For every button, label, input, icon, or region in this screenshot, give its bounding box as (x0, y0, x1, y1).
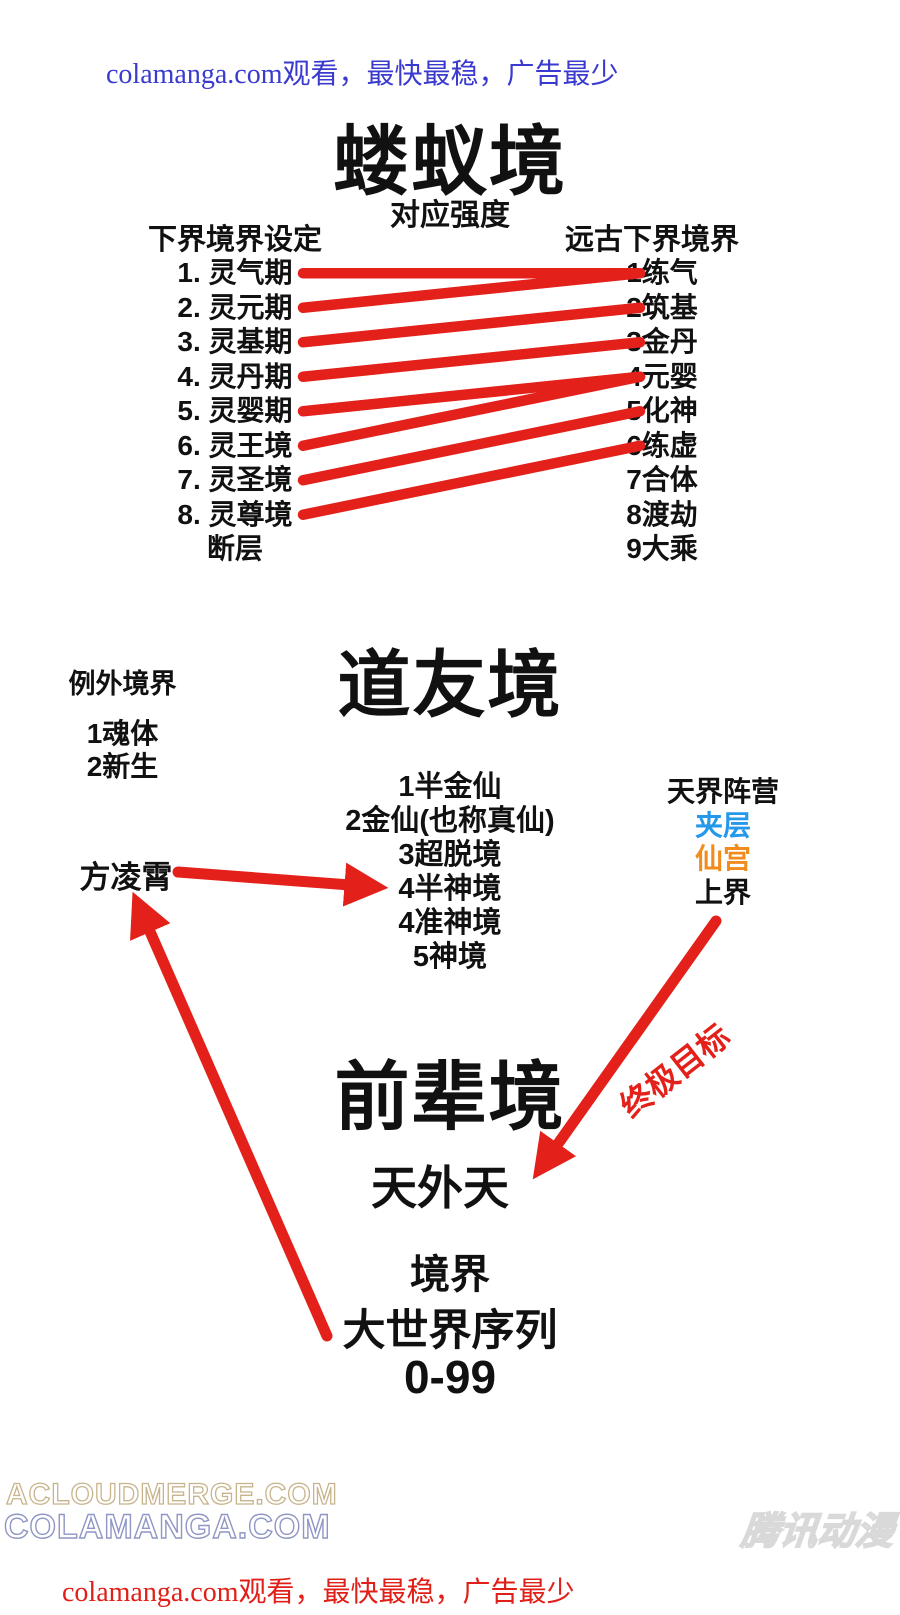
strength-mapping-subtitle: 对应强度 (390, 199, 510, 232)
lower-realm-item: 1. 灵气期 (177, 257, 293, 288)
daoyou-realm-title: 道友境 (337, 645, 563, 726)
lower-realm-item: 2. 灵元期 (177, 291, 293, 323)
heaven-camp-header: 天界阵营 (666, 776, 779, 807)
lower-realm-item: 3. 灵基期 (177, 326, 293, 357)
ancient-realm-item: 3金丹 (626, 326, 698, 357)
gap-label: 断层 (206, 533, 263, 564)
ancient-realm-item: 5化神 (626, 395, 698, 426)
lower-realm-settings-header: 下界境界设定 (147, 224, 322, 256)
immortal-level-item: 4半神境 (398, 873, 502, 905)
ancient-realm-item: 8渡劫 (626, 498, 698, 530)
ancient-realm-item: 1练气 (626, 257, 698, 288)
great-world-sequence-label: 大世界序列 (342, 1307, 558, 1355)
qianbei-realm-title: 前辈境 (334, 1055, 566, 1139)
ancient-realm-item: 4元婴 (626, 360, 698, 392)
heaven-camp-item: 仙宫 (694, 843, 751, 874)
top-site-notice: colamanga.com观看，最快最稳，广告最少 (106, 59, 619, 90)
tencent-comics-logo: 腾讯动漫 (739, 1510, 897, 1554)
watermark-acloudmerge: ACLOUDMERGE.COM (5, 1477, 338, 1511)
immortal-level-item: 3超脱境 (398, 839, 502, 871)
realm-label: 境界 (410, 1253, 490, 1297)
lower-realm-item: 8. 灵尊境 (177, 498, 293, 530)
exception-realms-header: 例外境界 (68, 669, 177, 699)
watermark-colamanga: COLAMANGA.COM (3, 1507, 331, 1546)
immortal-level-item: 1半金仙 (398, 771, 502, 803)
ancient-realm-item: 7合体 (626, 464, 698, 495)
immortal-level-item: 2金仙(也称真仙) (345, 805, 555, 837)
ancient-lower-realm-header: 远古下界境界 (564, 224, 739, 256)
bottom-site-notice: colamanga.com观看，最快最稳，广告最少 (62, 1577, 575, 1608)
heaven-camp-item: 夹层 (694, 809, 751, 841)
ancient-realm-item: 9大乘 (626, 533, 698, 564)
ancient-realm-item: 2筑基 (626, 291, 698, 323)
heaven-beyond-heaven-label: 天外天 (371, 1162, 509, 1214)
lower-realm-item: 4. 灵丹期 (177, 360, 293, 392)
exception-realm-item: 1魂体 (86, 718, 159, 749)
character-name-fanglingxiao: 方凌霄 (79, 860, 173, 895)
immortal-level-item: 4准神境 (398, 907, 502, 939)
ancient-realm-item: 6练虚 (626, 429, 698, 461)
sequence-range-label: 0-99 (403, 1351, 497, 1403)
lower-realm-item: 7. 灵圣境 (177, 464, 293, 495)
heaven-camp-list: 天界阵营 夹层仙宫上界 (648, 775, 798, 909)
lower-realm-item: 6. 灵王境 (177, 429, 293, 461)
exception-realm-item: 2新生 (86, 751, 159, 782)
lower-realm-item: 5. 灵婴期 (177, 395, 293, 426)
louyi-realm-title: 蝼蚁境 (333, 120, 567, 205)
heaven-camp-item: 上界 (694, 876, 751, 908)
immortal-level-item: 5神境 (412, 941, 488, 973)
